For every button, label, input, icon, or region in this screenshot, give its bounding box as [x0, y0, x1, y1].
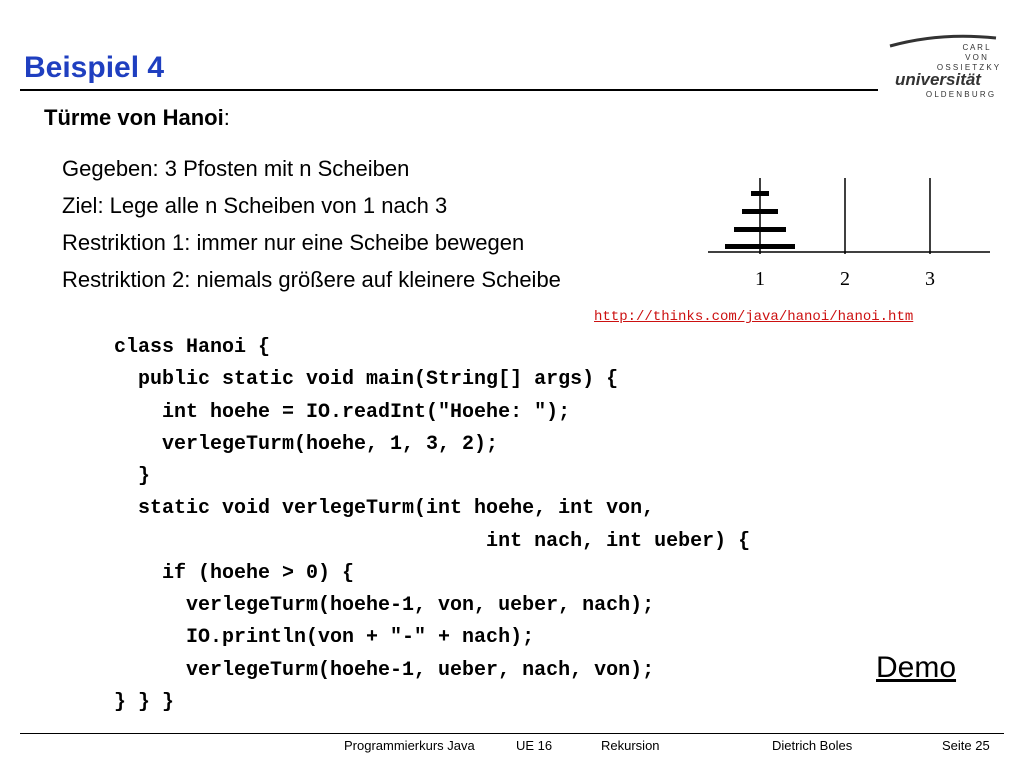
subtitle-colon: : [223, 105, 230, 130]
list-item: Restriktion 1: immer nur eine Scheibe be… [62, 230, 525, 255]
code-line: int nach, int ueber) { [114, 530, 751, 553]
code-line: int hoehe = IO.readInt("Hoehe: "); [114, 401, 571, 424]
code-line: static void verlegeTurm(int hoehe, int v… [114, 497, 655, 520]
code-line: } } } [114, 691, 175, 714]
disk-1 [751, 191, 769, 196]
peg-label-1: 1 [755, 268, 765, 290]
list-item: Restriktion 2: niemals größere auf klein… [62, 267, 561, 292]
disk-4 [725, 244, 795, 249]
logo-line-oldenburg: O L D E N B U R G [926, 90, 994, 99]
university-logo: C A R L V O N O S S I E T Z K Y universi… [889, 34, 1000, 99]
code-line: verlegeTurm(hoehe-1, ueber, nach, von); [114, 659, 655, 682]
slide-title: Beispiel 4 [24, 51, 165, 84]
list-item: Gegeben: 3 Pfosten mit n Scheiben [62, 156, 410, 181]
demo-link[interactable]: Demo [876, 651, 957, 684]
code-line: class Hanoi { [114, 336, 271, 359]
code-line: verlegeTurm(hoehe, 1, 3, 2); [114, 433, 499, 456]
code-line: verlegeTurm(hoehe-1, von, ueber, nach); [114, 594, 655, 617]
task-description-list: Gegeben: 3 Pfosten mit n Scheiben Ziel: … [62, 150, 561, 298]
disk-2 [742, 209, 778, 214]
footer-unit: UE 16 [516, 738, 553, 753]
logo-line-universitaet: universität [895, 70, 982, 89]
code-line: public static void main(String[] args) { [114, 368, 619, 391]
logo-line-ossietzky: O S S I E T Z K Y [937, 63, 1000, 72]
slide-subtitle: Türme von Hanoi: [44, 104, 230, 132]
footer-topic: Rekursion [601, 738, 660, 753]
logo-line-carl: C A R L [962, 43, 990, 52]
title-divider [20, 89, 878, 91]
hanoi-applet-link[interactable]: http://thinks.com/java/hanoi/hanoi.htm [594, 309, 914, 325]
footer-divider [20, 733, 1004, 734]
code-line: IO.println(von + "-" + nach); [114, 626, 535, 649]
peg-label-3: 3 [925, 268, 935, 290]
code-line: } [114, 465, 151, 488]
subtitle-bold: Türme von Hanoi [44, 105, 224, 130]
list-item: Ziel: Lege alle n Scheiben von 1 nach 3 [62, 193, 448, 218]
footer-course: Programmierkurs Java [344, 738, 475, 753]
footer-author: Dietrich Boles [772, 738, 853, 753]
code-line: if (hoehe > 0) { [114, 562, 355, 585]
disk-3 [734, 227, 786, 232]
peg-label-2: 2 [840, 268, 850, 290]
footer-page-number: Seite 25 [942, 738, 990, 753]
logo-line-von: V O N [965, 53, 987, 62]
hanoi-figure: 1 2 3 [708, 178, 990, 290]
